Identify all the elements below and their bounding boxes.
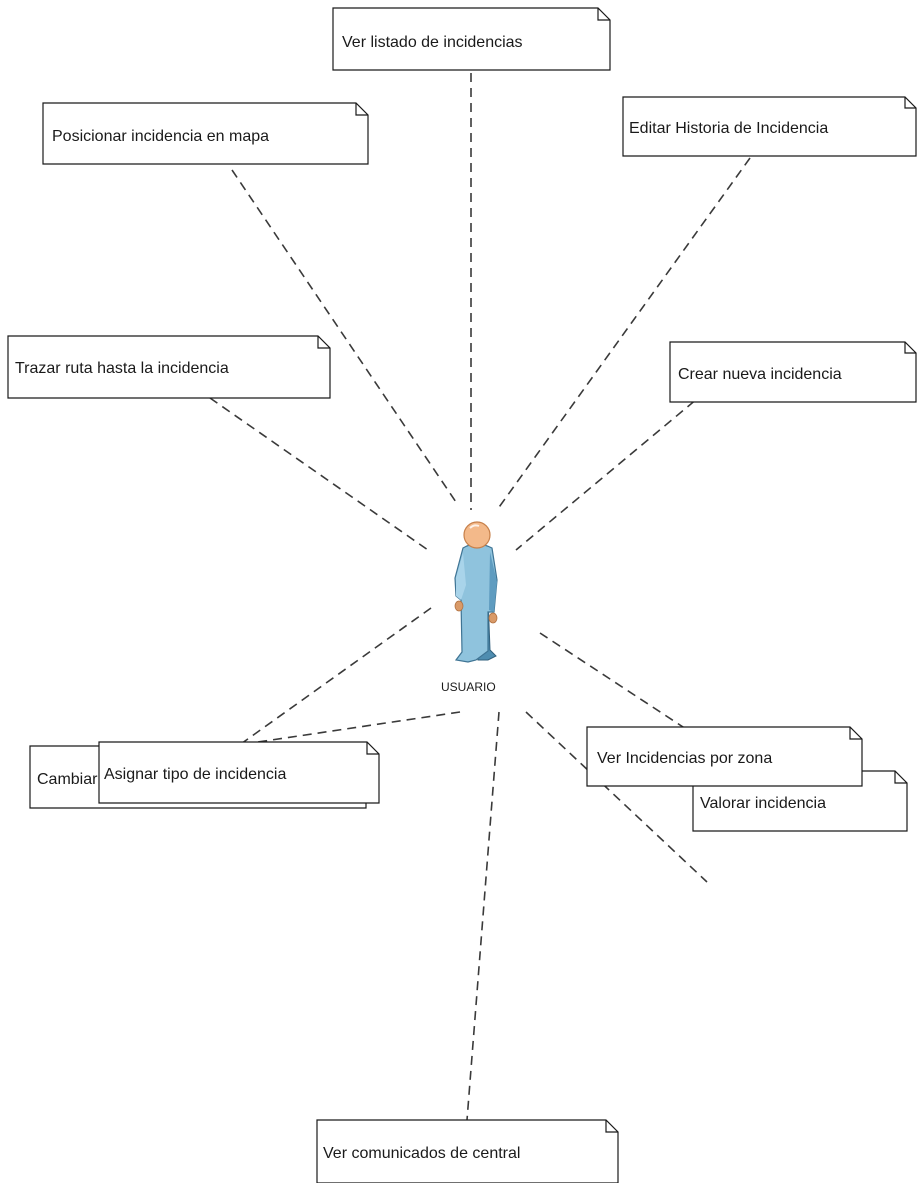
note-label: Asignar tipo de incidencia	[104, 766, 286, 783]
actor-label: USUARIO	[441, 680, 496, 694]
note-label: Editar Historia de Incidencia	[629, 120, 828, 137]
note-label: Ver listado de incidencias	[342, 34, 523, 51]
note-label: Valorar incidencia	[700, 795, 826, 812]
note-ver-listado[interactable]: Ver listado de incidencias	[332, 7, 611, 71]
connector-asignar-tipo	[257, 711, 461, 743]
note-asignar-tipo[interactable]: Asignar tipo de incidencia	[98, 741, 380, 804]
note-label: Posicionar incidencia en mapa	[52, 128, 269, 145]
connector-editar-historia	[496, 157, 751, 511]
note-label: Ver comunicados de central	[323, 1145, 520, 1162]
connector-ver-por-zona	[525, 711, 708, 883]
user-actor-icon[interactable]	[454, 521, 498, 663]
note-editar-historia[interactable]: Editar Historia de Incidencia	[622, 96, 917, 157]
connector-trazar-ruta	[209, 397, 429, 551]
note-ver-comunicados[interactable]: Ver comunicados de central	[316, 1119, 619, 1183]
note-posicionar-mapa[interactable]: Posicionar incidencia en mapa	[42, 102, 369, 165]
note-label: Ver Incidencias por zona	[597, 750, 772, 767]
connector-valorar	[539, 632, 751, 772]
note-trazar-ruta[interactable]: Trazar ruta hasta la incidencia	[7, 335, 331, 399]
note-label: Crear nueva incidencia	[678, 366, 842, 383]
note-label: Trazar ruta hasta la incidencia	[15, 360, 229, 377]
connector-posicionar-mapa	[231, 169, 459, 506]
connector-cambiar-estado	[237, 607, 432, 747]
note-crear-nueva[interactable]: Crear nueva incidencia	[669, 341, 917, 403]
connector-ver-comunicados	[466, 711, 500, 1121]
note-ver-por-zona[interactable]: Ver Incidencias por zona	[586, 726, 863, 787]
